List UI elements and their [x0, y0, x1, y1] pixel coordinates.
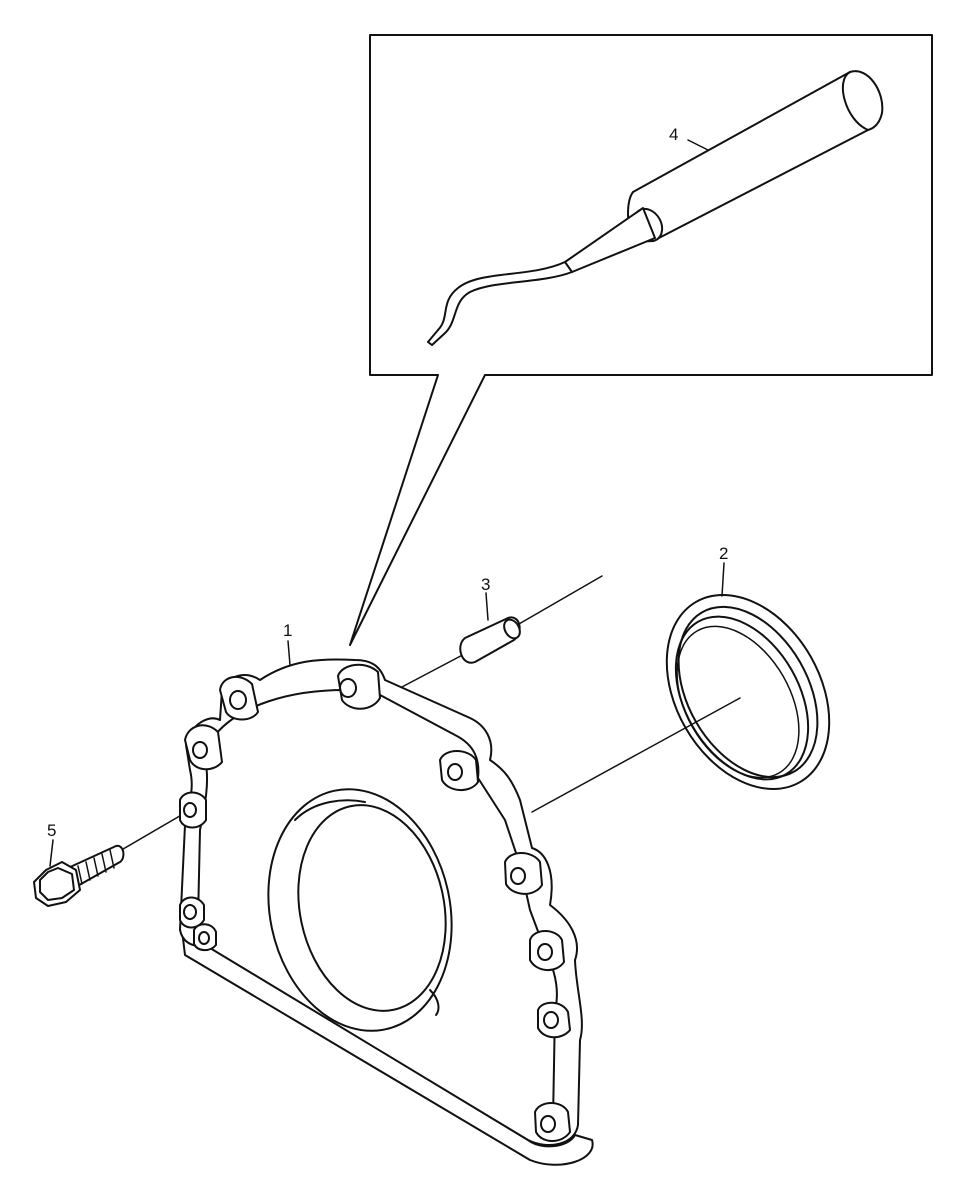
seal-housing — [179, 658, 594, 1166]
leader-lines — [49, 139, 725, 867]
detail-inset — [349, 34, 933, 646]
callout-2: 2 — [719, 544, 728, 563]
callout-5: 5 — [47, 821, 56, 840]
dowel-pin — [399, 575, 603, 689]
sealant-tube — [427, 70, 884, 346]
callout-3: 3 — [481, 575, 490, 594]
bolt-bosses — [179, 663, 571, 1142]
callout-1: 1 — [283, 621, 292, 640]
seal-ring — [531, 594, 831, 813]
callout-4: 4 — [669, 125, 678, 144]
flange-bolt — [33, 809, 191, 907]
